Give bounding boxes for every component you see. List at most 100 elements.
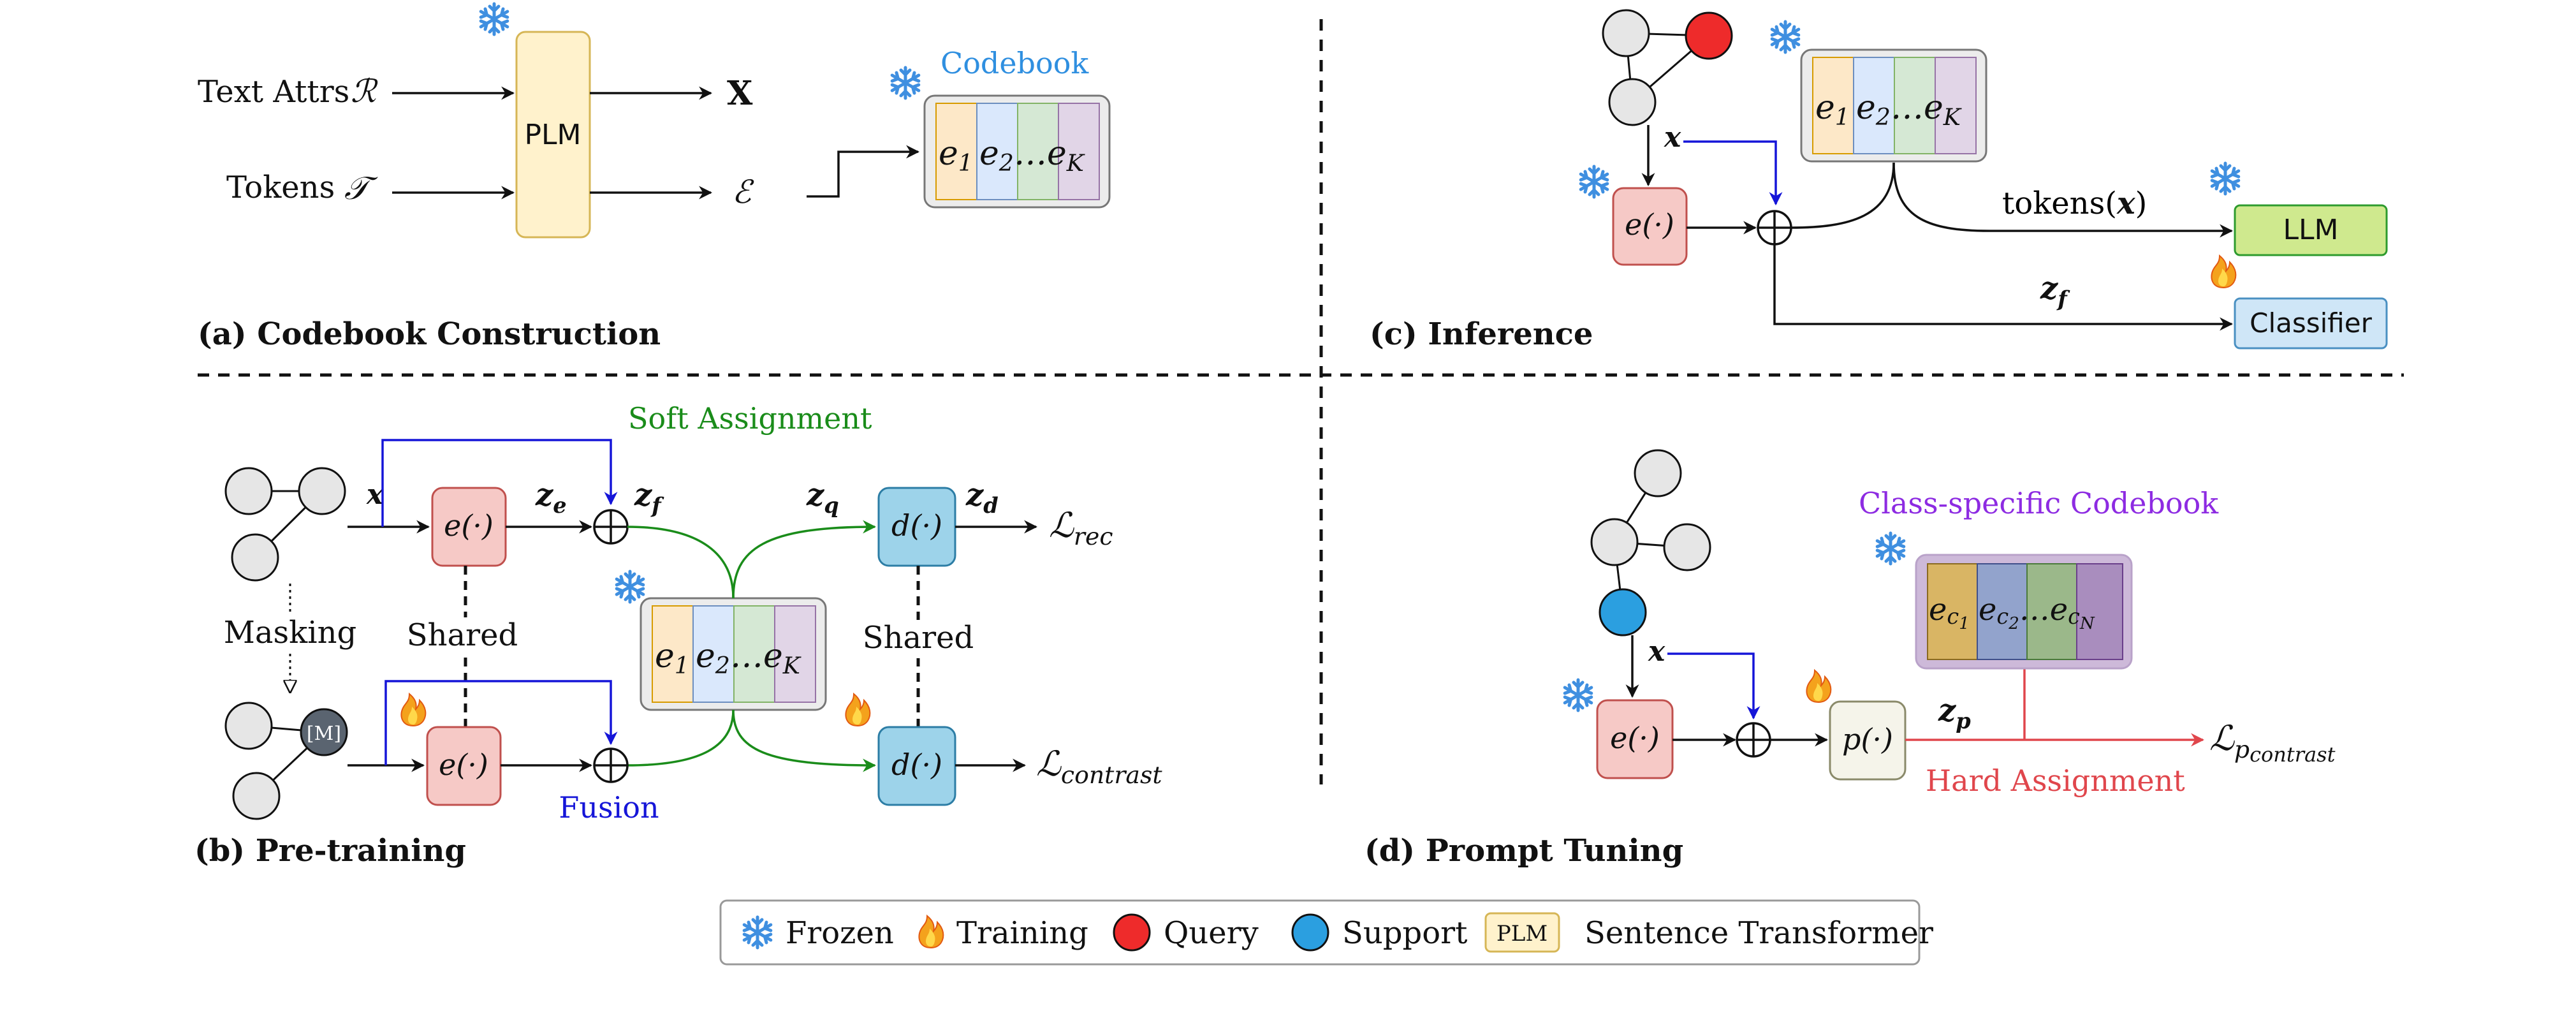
snowflake-icon <box>481 4 508 34</box>
text-attrs-label: Text Attrs <box>198 74 349 110</box>
zq-label: z <box>806 477 825 513</box>
svg-text:ec1: ec1 <box>1929 592 1970 633</box>
panel-d-prompt-tuning: x e(·) p(·) zp Hard Assignment ℒpcontras… <box>1365 449 2336 869</box>
shared-label-left: Shared <box>407 617 518 653</box>
fusion-label: Fusion <box>559 790 659 825</box>
legend-training: Training <box>956 915 1088 951</box>
panel-a-title: (a) Codebook Construction <box>198 316 661 352</box>
legend: Frozen Training Query Support PLM Senten… <box>719 899 1933 966</box>
decoder-label: d(·) <box>891 747 942 782</box>
decoder-label: d(·) <box>891 508 942 543</box>
panel-b-title: (b) Pre-training <box>194 833 466 869</box>
x-label: x <box>1648 635 1665 668</box>
encoder-label: e(·) <box>444 508 494 543</box>
legend-plm-badge: PLM <box>1497 921 1548 946</box>
legend-query-swatch <box>1113 913 1151 952</box>
mask-token: [M] <box>307 723 341 745</box>
panel-d-title: (d) Prompt Tuning <box>1365 833 1683 869</box>
legend-plm-desc: Sentence Transformer <box>1584 915 1933 951</box>
soft-assignment-label: Soft Assignment <box>628 401 872 436</box>
fusion-node-bottom <box>593 747 629 783</box>
loss-contrast: ℒ <box>1036 744 1062 784</box>
codebook-a: e1 e2…eK <box>923 94 1111 209</box>
snowflake-icon <box>892 68 919 98</box>
x-label: x <box>1664 121 1681 154</box>
flame-icon <box>1806 670 1832 703</box>
e-to-codebook-arrow <box>807 145 920 198</box>
loss-rec: ℒ <box>1049 505 1074 545</box>
svg-text:zf: zf <box>634 477 664 518</box>
snowflake-icon <box>1877 533 1904 564</box>
query-node <box>1685 11 1733 60</box>
svg-text:ℒpcontrast: ℒpcontrast <box>2209 718 2336 767</box>
svg-text:e1: e1 <box>655 637 689 679</box>
zf-label: z <box>634 477 653 513</box>
zd-label: z <box>965 477 984 513</box>
text-attrs-symbol: ℛ <box>351 73 378 110</box>
codebook-title: Codebook <box>940 46 1089 80</box>
encoder-label: e(·) <box>439 747 488 782</box>
classifier-box <box>2234 297 2388 350</box>
support-node <box>1599 588 1647 637</box>
plm-box <box>515 31 591 239</box>
snowflake-icon <box>617 571 643 602</box>
graph-node <box>232 772 281 820</box>
fusion-node <box>1736 722 1771 758</box>
svg-text:e1: e1 <box>939 135 973 177</box>
encoder-label: e(·) <box>1625 207 1674 242</box>
graph-node <box>1634 449 1682 497</box>
masking-label: Masking <box>224 615 356 651</box>
output-e: ℰ <box>732 173 754 210</box>
flame-icon <box>400 693 427 726</box>
svg-text:ℒcontrast: ℒcontrast <box>1036 744 1162 789</box>
legend-support: Support <box>1342 915 1467 951</box>
panel-c-title: (c) Inference <box>1370 316 1593 352</box>
snowflake-icon <box>1581 166 1607 197</box>
svg-text:e2…eK: e2…eK <box>979 135 1085 177</box>
panel-b-pre-training: Masking [M] x e(·) ze zf Soft Assignment <box>194 401 1162 869</box>
code-e1: e <box>939 135 958 173</box>
fusion-node-top <box>593 509 629 545</box>
graph-node <box>1663 523 1711 571</box>
encoder-box <box>1612 187 1688 266</box>
flame-icon <box>2211 255 2237 288</box>
svg-text:ℒrec: ℒrec <box>1049 505 1113 550</box>
class-specific-codebook: ec1 ec2…ecN <box>1915 554 2133 670</box>
flame-icon <box>845 693 871 726</box>
snowflake-icon <box>1565 680 1592 710</box>
graph-node <box>231 533 279 582</box>
tokens-symbol: 𝒯 <box>344 170 378 207</box>
panel-c-inference: x e(·) e1 e2…eK tokens(x) <box>1370 9 2388 352</box>
graph-node <box>224 702 273 750</box>
legend-support-swatch <box>1291 913 1329 952</box>
llm-label: LLM <box>2283 214 2339 246</box>
loss-prompt-contrast: ℒ <box>2209 718 2235 758</box>
class-codebook-title: Class-specific Codebook <box>1859 486 2219 520</box>
prompt-label: p(·) <box>1842 722 1893 756</box>
tokens-label: Tokens <box>226 170 335 205</box>
panel-a-codebook-construction: PLM Text Attrs ℛ Tokens 𝒯 X ℰ Codebook e… <box>198 4 1111 352</box>
graph-node <box>1608 78 1657 126</box>
svg-text:ec2…ecN: ec2…ecN <box>1979 592 2095 633</box>
legend-query: Query <box>1164 915 1259 951</box>
svg-text:tokens(x): tokens(x) <box>2002 186 2147 221</box>
fusion-node <box>1757 210 1792 246</box>
codebook-b: e1 e2…eK <box>640 597 827 711</box>
svg-text:zp: zp <box>1938 693 1971 733</box>
encoder-label: e(·) <box>1610 721 1660 755</box>
x-label: x <box>366 478 384 511</box>
svg-text:zf: zf <box>2040 270 2070 311</box>
plm-label: PLM <box>524 119 581 151</box>
shared-label-right: Shared <box>863 620 974 656</box>
svg-text:e2…eK: e2…eK <box>696 637 801 679</box>
code-e2: e <box>979 135 999 173</box>
classifier-label: Classifier <box>2250 307 2372 339</box>
llm-box <box>2234 204 2388 256</box>
zf-label: z <box>2040 270 2059 306</box>
legend-frozen: Frozen <box>786 915 894 951</box>
tokens-fn: tokens( <box>2002 186 2117 221</box>
svg-text:zq: zq <box>806 477 839 518</box>
graph-node <box>1602 9 1650 57</box>
graph-node <box>298 467 346 515</box>
codebook-c: e1 e2…eK <box>1800 48 1987 163</box>
